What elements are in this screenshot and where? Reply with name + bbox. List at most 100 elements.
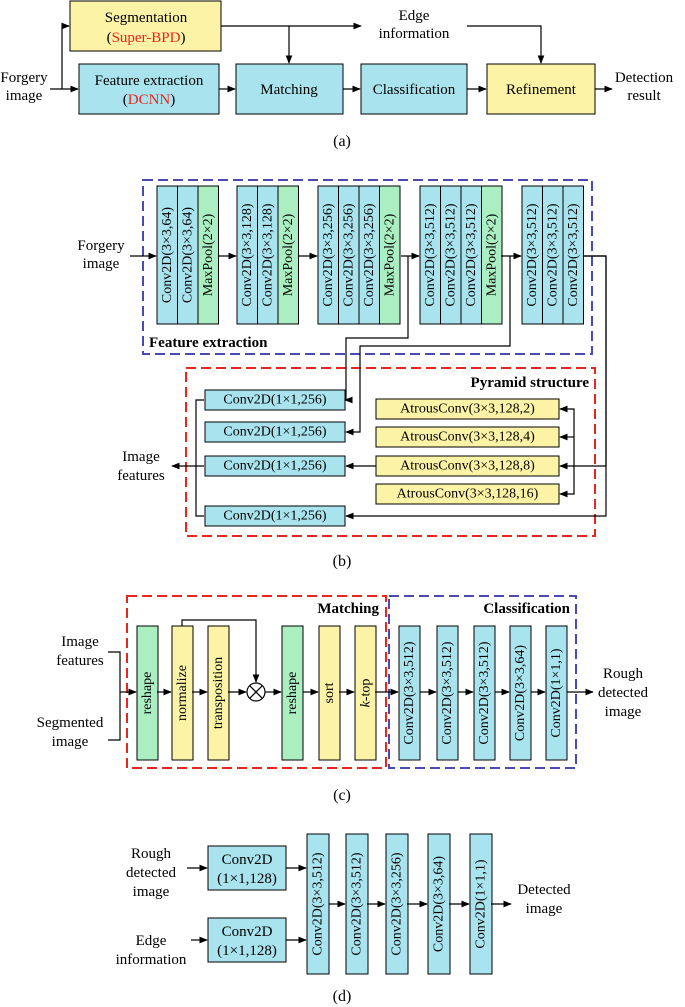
- matching-block-3-label: transposition: [211, 657, 226, 729]
- forgery-image-label: Forgery: [0, 70, 48, 86]
- arrow-forgery-to-segmentation: [61, 22, 70, 89]
- classification-block-1-label: Conv2D(3×3,512): [402, 641, 417, 745]
- classification-block-5: Conv2D(1×1,1): [545, 625, 568, 761]
- vgg-5-layer-2: Conv2D(3×3,512): [542, 185, 564, 325]
- c-rough-label: Rough: [603, 666, 644, 682]
- d-rough-label-2: detected: [126, 865, 176, 881]
- classification-block-1: Conv2D(3×3,512): [398, 625, 421, 761]
- detection-result-label-2: result: [627, 88, 661, 104]
- feature-extraction-frame: [142, 179, 593, 355]
- refinement-block-3: Conv2D(3×3,256): [385, 833, 409, 975]
- dcnn-label: (DCNN): [123, 92, 176, 108]
- classification-label: Classification: [373, 82, 456, 98]
- conv1x1-block-1-label: Conv2D(1×1,256): [223, 393, 327, 408]
- panel-b: Feature extraction Forgery image Conv2D(…: [77, 179, 607, 570]
- conv1x1-block-4-box: [204, 505, 346, 527]
- vgg-5-layer-3-box: [562, 185, 584, 325]
- pyramid-frame: [185, 367, 596, 537]
- vgg-5-layer-2-label: Conv2D(3×3,512): [545, 203, 560, 307]
- matching-title: Matching: [317, 601, 379, 617]
- classification-block-3: Conv2D(3×3,512): [473, 625, 496, 761]
- matching-block-4-label: reshape: [285, 672, 300, 715]
- panel-c: Matching Classification Image features S…: [37, 595, 648, 804]
- panel-a: Segmentation (Super-BPD) Edge informatio…: [0, 0, 674, 150]
- vgg-4-layer-1-label: Conv2D(3×3,512): [423, 203, 438, 307]
- d-detected-label-2: image: [526, 901, 563, 917]
- arrow-b-to-atrous2: [559, 405, 575, 466]
- matching-block-2-label: normalize: [175, 665, 190, 721]
- arrow-b-g4-skip: [345, 256, 511, 436]
- caption-d: (d): [333, 988, 352, 1005]
- line-b-collect: [195, 399, 204, 517]
- refinement-block-4-label: Conv2D(3×3,64): [432, 856, 447, 953]
- atrous-block-1-box: [375, 398, 560, 420]
- matching-block-1: reshape: [136, 625, 159, 761]
- matching-block-5-box: [318, 625, 341, 761]
- refinement-label: Refinement: [506, 82, 577, 98]
- vgg-3-layer-2-label: Conv2D(3×3,256): [341, 203, 356, 307]
- atrous-block-3-label: AtrousConv(3×3,128,8): [400, 459, 535, 474]
- conv-1x1-top-label-2: (1×1,128): [217, 871, 277, 887]
- classification-frame: [388, 595, 577, 769]
- vgg-5-layer-1: Conv2D(3×3,512): [521, 185, 543, 325]
- matching-block-4: reshape: [281, 625, 304, 761]
- vgg-4-layer-4-label: MaxPool(2×2): [484, 213, 499, 296]
- conv1x1-block-3-label: Conv2D(1×1,256): [223, 459, 327, 474]
- matching-block-4-box: [281, 625, 304, 761]
- classification-blocks: Conv2D(3×3,512) Conv2D(3×3,512) Conv2D(3×3…: [398, 625, 568, 761]
- matching-label: Matching: [260, 82, 318, 98]
- vgg-1-layer-3: MaxPool(2×2): [197, 185, 219, 325]
- b-forgery-image-label: Forgery: [77, 238, 125, 254]
- matching-frame: [126, 595, 387, 769]
- c-rough-label-2: detected: [598, 685, 648, 701]
- matching-block-2: normalize: [171, 625, 194, 761]
- caption-a: (a): [333, 133, 351, 150]
- image-features-label-2: features: [117, 468, 165, 484]
- atrous-block-2-label: AtrousConv(3×3,128,4): [400, 430, 535, 445]
- pyramid-title: Pyramid structure: [471, 375, 590, 391]
- forgery-image-label-2: image: [6, 88, 43, 104]
- vgg-3-layer-2: Conv2D(3×3,256): [338, 185, 360, 325]
- edge-information-label: Edge: [399, 8, 430, 24]
- segmented-image-label-2: image: [52, 734, 89, 750]
- atrous-block-1-label: AtrousConv(3×3,128,2): [400, 402, 535, 417]
- feature-extraction-block: [78, 63, 220, 115]
- vgg-3-layer-3: Conv2D(3×3,256): [358, 185, 380, 325]
- classification-block-2-label: Conv2D(3×3,512): [440, 641, 455, 745]
- atrous-block-2-box: [375, 426, 560, 448]
- vgg-4-layer-4: MaxPool(2×2): [481, 185, 503, 325]
- d-rough-label: Rough: [131, 846, 172, 862]
- vgg-1-layer-3-box: [197, 185, 219, 325]
- vgg-5-layer-3: Conv2D(3×3,512): [562, 185, 584, 325]
- classification-block-1-box: [398, 625, 421, 761]
- vgg-3-layer-3-label: Conv2D(3×3,256): [362, 203, 377, 307]
- refinement-blocks: Conv2D(3×3,512)Conv2D(3×3,512)Conv2D(3×3…: [306, 833, 493, 975]
- classification-block-4-box: [509, 625, 532, 761]
- c-image-features-label: Image: [61, 634, 99, 650]
- vgg-2-layer-2-label: Conv2D(3×3,128): [260, 203, 275, 307]
- conv1x1-block-2-label: Conv2D(1×1,256): [223, 425, 327, 440]
- vgg-4-layer-2-label: Conv2D(3×3,512): [443, 203, 458, 307]
- arrow-b-to-atrous16: [559, 466, 575, 498]
- conv1x1-block-3-box: [204, 455, 346, 477]
- matching-block: [235, 63, 344, 115]
- vgg-1-layer-1-label: Conv2D(3×3,64): [160, 207, 175, 304]
- edge-information-label-2: information: [379, 26, 450, 42]
- vgg-2-layer-1: Conv2D(3×3,128): [236, 185, 258, 325]
- vgg-5-layer-3-label: Conv2D(3×3,512): [566, 203, 581, 307]
- vgg-2-layer-3: MaxPool(2×2): [277, 185, 299, 325]
- conv1x1-block-4: Conv2D(1×1,256): [204, 505, 346, 527]
- conv-1x1-bottom-label: Conv2D: [222, 924, 273, 940]
- matching-block-ktop-label: k-top: [358, 679, 373, 708]
- caption-b: (b): [333, 553, 352, 570]
- vgg-4-layer-3-label: Conv2D(3×3,512): [464, 203, 479, 307]
- caption-c: (c): [333, 787, 351, 804]
- matching-block-ktop-box: [354, 625, 377, 761]
- c-rough-label-3: image: [605, 704, 642, 720]
- vgg-1-layer-3-label: MaxPool(2×2): [201, 213, 216, 296]
- refinement-block-4: Conv2D(3×3,64): [427, 833, 451, 975]
- refinement-block-2: Conv2D(3×3,512): [345, 833, 369, 975]
- c-image-features-label-2: features: [56, 653, 104, 669]
